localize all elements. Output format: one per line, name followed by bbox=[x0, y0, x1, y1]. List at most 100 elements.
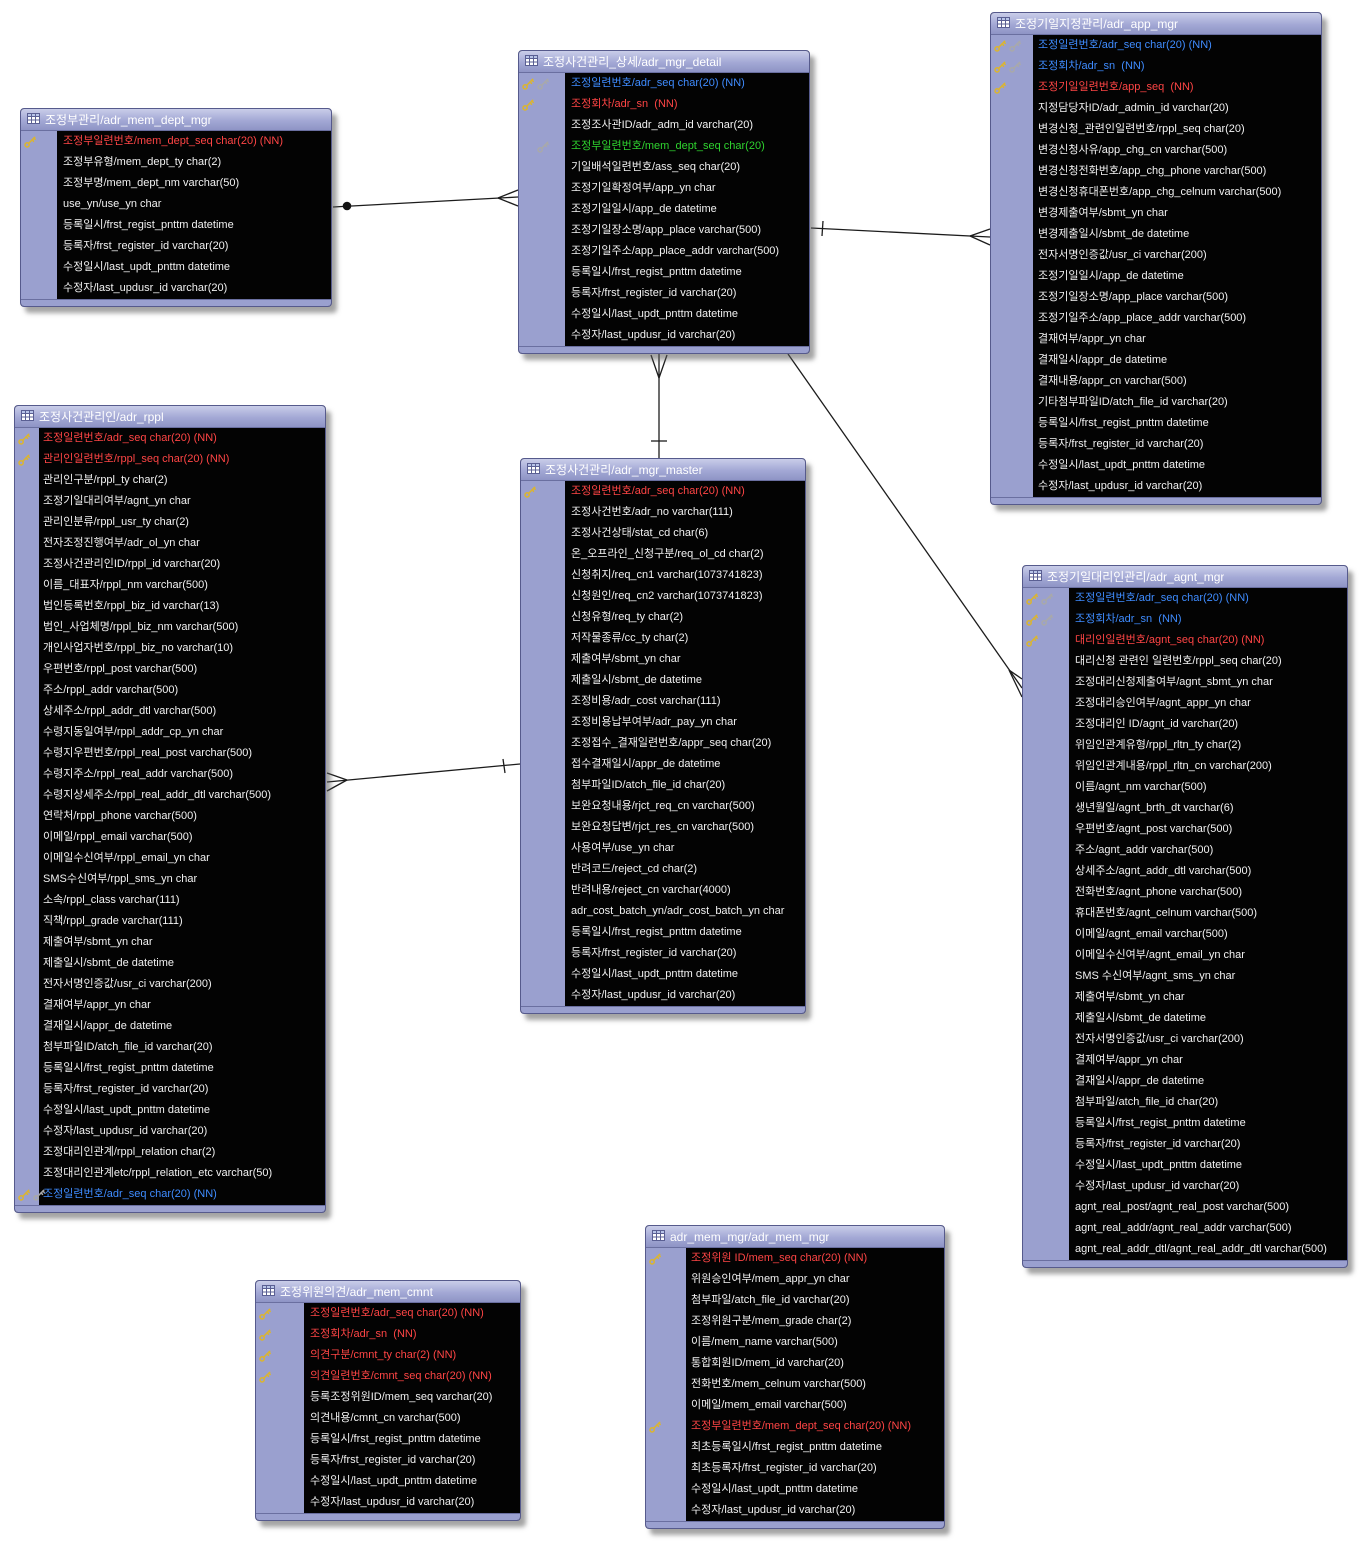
attribute-row[interactable]: 수정자/last_updusr_id varchar(20) bbox=[15, 1121, 325, 1142]
attribute-row[interactable]: 전자서명인증값/usr_ci varchar(200) bbox=[15, 974, 325, 995]
attribute-row[interactable]: 첨부파일ID/atch_file_id varchar(20) bbox=[15, 1037, 325, 1058]
attribute-row[interactable]: 조정사건상태/stat_cd char(6) bbox=[521, 523, 805, 544]
attribute-row[interactable]: 온_오프라인_신청구분/req_ol_cd char(2) bbox=[521, 544, 805, 565]
attribute-row[interactable]: 조정회차/adr_sn (NN) bbox=[519, 94, 809, 115]
attribute-row[interactable]: 조정부일련번호/mem_dept_seq char(20) (NN) bbox=[21, 131, 331, 152]
attribute-row[interactable]: 이메일/agnt_email varchar(500) bbox=[1023, 924, 1347, 945]
entity-header[interactable]: 조정부관리/adr_mem_dept_mgr bbox=[21, 109, 331, 131]
attribute-row[interactable]: 조정회차/adr_sn (NN) bbox=[991, 56, 1321, 77]
attribute-row[interactable]: 휴대폰번호/agnt_celnum varchar(500) bbox=[1023, 903, 1347, 924]
attribute-row[interactable]: 조정위원구분/mem_grade char(2) bbox=[646, 1311, 944, 1332]
attribute-row[interactable]: 주소/agnt_addr varchar(500) bbox=[1023, 840, 1347, 861]
attribute-row[interactable]: 제출일시/sbmt_de datetime bbox=[1023, 1008, 1347, 1029]
attribute-row[interactable]: 조정접수_결재일련번호/appr_seq char(20) bbox=[521, 733, 805, 754]
relationship-master-to-detail[interactable] bbox=[650, 354, 668, 458]
attribute-row[interactable]: 수정일시/last_updt_pnttm datetime bbox=[15, 1100, 325, 1121]
attribute-row[interactable]: agnt_real_addr_dtl/agnt_real_addr_dtl va… bbox=[1023, 1239, 1347, 1260]
attribute-row[interactable]: 위원승인여부/mem_appr_yn char bbox=[646, 1269, 944, 1290]
attribute-row[interactable]: 관리인구분/rppl_ty char(2) bbox=[15, 470, 325, 491]
attribute-row[interactable]: 등록자/frst_register_id varchar(20) bbox=[519, 283, 809, 304]
attribute-row[interactable]: 개인사업자번호/rppl_biz_no varchar(10) bbox=[15, 638, 325, 659]
attribute-row[interactable]: 변경제출일시/sbmt_de datetime bbox=[991, 224, 1321, 245]
attribute-row[interactable]: 이메일수신여부/rppl_email_yn char bbox=[15, 848, 325, 869]
attribute-row[interactable]: 의견구분/cmnt_ty char(2) (NN) bbox=[256, 1345, 520, 1366]
attribute-row[interactable]: 조정비용납부여부/adr_pay_yn char bbox=[521, 712, 805, 733]
attribute-row[interactable]: 조정위원 ID/mem_seq char(20) (NN) bbox=[646, 1248, 944, 1269]
attribute-row[interactable]: 조정일련번호/adr_seq char(20) (NN) bbox=[15, 428, 325, 449]
attribute-row[interactable]: 수령지동일여부/rppl_addr_cp_yn char bbox=[15, 722, 325, 743]
attribute-row[interactable]: 조정기일확정여부/app_yn char bbox=[519, 178, 809, 199]
attribute-row[interactable]: 수정자/last_updusr_id varchar(20) bbox=[1023, 1176, 1347, 1197]
attribute-row[interactable]: 조정회차/adr_sn (NN) bbox=[1023, 609, 1347, 630]
attribute-row[interactable]: 관리인일련번호/rppl_seq char(20) (NN) bbox=[15, 449, 325, 470]
attribute-row[interactable]: 등록일시/frst_regist_pnttm datetime bbox=[1023, 1113, 1347, 1134]
attribute-row[interactable]: 우편번호/rppl_post varchar(500) bbox=[15, 659, 325, 680]
attribute-row[interactable]: 등록자/frst_register_id varchar(20) bbox=[991, 434, 1321, 455]
attribute-row[interactable]: 조정기일일시/app_de datetime bbox=[991, 266, 1321, 287]
attribute-row[interactable]: 등록일시/frst_regist_pnttm datetime bbox=[21, 215, 331, 236]
attribute-row[interactable]: 수령지우편번호/rppl_real_post varchar(500) bbox=[15, 743, 325, 764]
attribute-row[interactable]: 이메일수신여부/agnt_email_yn char bbox=[1023, 945, 1347, 966]
attribute-row[interactable]: 변경신청휴대폰번호/app_chg_celnum varchar(500) bbox=[991, 182, 1321, 203]
attribute-row[interactable]: 조정부유형/mem_dept_ty char(2) bbox=[21, 152, 331, 173]
relationship-detail-to-app[interactable] bbox=[810, 220, 991, 246]
attribute-row[interactable]: 전자조정진행여부/adr_ol_yn char bbox=[15, 533, 325, 554]
attribute-row[interactable]: 수정자/last_updusr_id varchar(20) bbox=[519, 325, 809, 346]
attribute-row[interactable]: 제출여부/sbmt_yn char bbox=[15, 932, 325, 953]
attribute-row[interactable]: 결재내용/appr_cn varchar(500) bbox=[991, 371, 1321, 392]
entity-header[interactable]: 조정기일대리인관리/adr_agnt_mgr bbox=[1023, 566, 1347, 588]
attribute-row[interactable]: 소속/rppl_class varchar(111) bbox=[15, 890, 325, 911]
attribute-row[interactable]: 접수결재일시/appr_de datetime bbox=[521, 754, 805, 775]
attribute-row[interactable]: 수정일시/last_updt_pnttm datetime bbox=[256, 1471, 520, 1492]
attribute-row[interactable]: 조정일련번호/adr_seq char(20) (NN) bbox=[519, 73, 809, 94]
attribute-row[interactable]: 수정일시/last_updt_pnttm datetime bbox=[521, 964, 805, 985]
attribute-row[interactable]: 등록일시/frst_regist_pnttm datetime bbox=[15, 1058, 325, 1079]
attribute-row[interactable]: 수정일시/last_updt_pnttm datetime bbox=[646, 1479, 944, 1500]
attribute-row[interactable]: 위임인관계유형/rppl_rltn_ty char(2) bbox=[1023, 735, 1347, 756]
attribute-row[interactable]: 신청원인/req_cn2 varchar(1073741823) bbox=[521, 586, 805, 607]
entity-header[interactable]: 조정사건관리/adr_mgr_master bbox=[521, 459, 805, 481]
entity-header[interactable]: 조정사건관리인/adr_rppl bbox=[15, 406, 325, 428]
attribute-row[interactable]: 생년월일/agnt_brth_dt varchar(6) bbox=[1023, 798, 1347, 819]
attribute-row[interactable]: 전자서명인증값/usr_ci varchar(200) bbox=[1023, 1029, 1347, 1050]
attribute-row[interactable]: 등록일시/frst_regist_pnttm datetime bbox=[991, 413, 1321, 434]
attribute-row[interactable]: 결재여부/appr_yn char bbox=[15, 995, 325, 1016]
relationship-master-to-rppl[interactable] bbox=[326, 758, 521, 792]
attribute-row[interactable]: 반려코드/reject_cd char(2) bbox=[521, 859, 805, 880]
attribute-row[interactable]: 직책/rppl_grade varchar(111) bbox=[15, 911, 325, 932]
attribute-row[interactable]: 조정비용/adr_cost varchar(111) bbox=[521, 691, 805, 712]
attribute-row[interactable]: 전화번호/mem_celnum varchar(500) bbox=[646, 1374, 944, 1395]
attribute-row[interactable]: 최초등록일시/frst_regist_pnttm datetime bbox=[646, 1437, 944, 1458]
attribute-row[interactable]: 등록일시/frst_regist_pnttm datetime bbox=[521, 922, 805, 943]
attribute-row[interactable]: 조정일련번호/adr_seq char(20) (NN) bbox=[1023, 588, 1347, 609]
attribute-row[interactable]: 수정일시/last_updt_pnttm datetime bbox=[519, 304, 809, 325]
attribute-row[interactable]: 등록자/frst_register_id varchar(20) bbox=[21, 236, 331, 257]
attribute-row[interactable]: 최초등록자/frst_register_id varchar(20) bbox=[646, 1458, 944, 1479]
attribute-row[interactable]: 조정기일주소/app_place_addr varchar(500) bbox=[991, 308, 1321, 329]
attribute-row[interactable]: 통합회원ID/mem_id varchar(20) bbox=[646, 1353, 944, 1374]
attribute-row[interactable]: 신청유형/req_ty char(2) bbox=[521, 607, 805, 628]
attribute-row[interactable]: use_yn/use_yn char bbox=[21, 194, 331, 215]
attribute-row[interactable]: 수정자/last_updusr_id varchar(20) bbox=[991, 476, 1321, 497]
attribute-row[interactable]: 등록자/frst_register_id varchar(20) bbox=[1023, 1134, 1347, 1155]
attribute-row[interactable]: 조정사건관리인ID/rppl_id varchar(20) bbox=[15, 554, 325, 575]
attribute-row[interactable]: 제출일시/sbmt_de datetime bbox=[521, 670, 805, 691]
attribute-row[interactable]: 결제여부/appr_yn char bbox=[1023, 1050, 1347, 1071]
attribute-row[interactable]: 우편번호/agnt_post varchar(500) bbox=[1023, 819, 1347, 840]
attribute-row[interactable]: SMS 수신여부/agnt_sms_yn char bbox=[1023, 966, 1347, 987]
attribute-row[interactable]: 신청취지/req_cn1 varchar(1073741823) bbox=[521, 565, 805, 586]
attribute-row[interactable]: 의견일련번호/cmnt_seq char(20) (NN) bbox=[256, 1366, 520, 1387]
attribute-row[interactable]: 조정대리신청제출여부/agnt_sbmt_yn char bbox=[1023, 672, 1347, 693]
attribute-row[interactable]: 이메일/rppl_email varchar(500) bbox=[15, 827, 325, 848]
attribute-row[interactable]: 조정사건번호/adr_no varchar(111) bbox=[521, 502, 805, 523]
attribute-row[interactable]: 첨부파일ID/atch_file_id char(20) bbox=[521, 775, 805, 796]
attribute-row[interactable]: 조정대리인관계etc/rppl_relation_etc varchar(50) bbox=[15, 1163, 325, 1184]
attribute-row[interactable]: 조정대리인 ID/agnt_id varchar(20) bbox=[1023, 714, 1347, 735]
attribute-row[interactable]: 제출일시/sbmt_de datetime bbox=[15, 953, 325, 974]
